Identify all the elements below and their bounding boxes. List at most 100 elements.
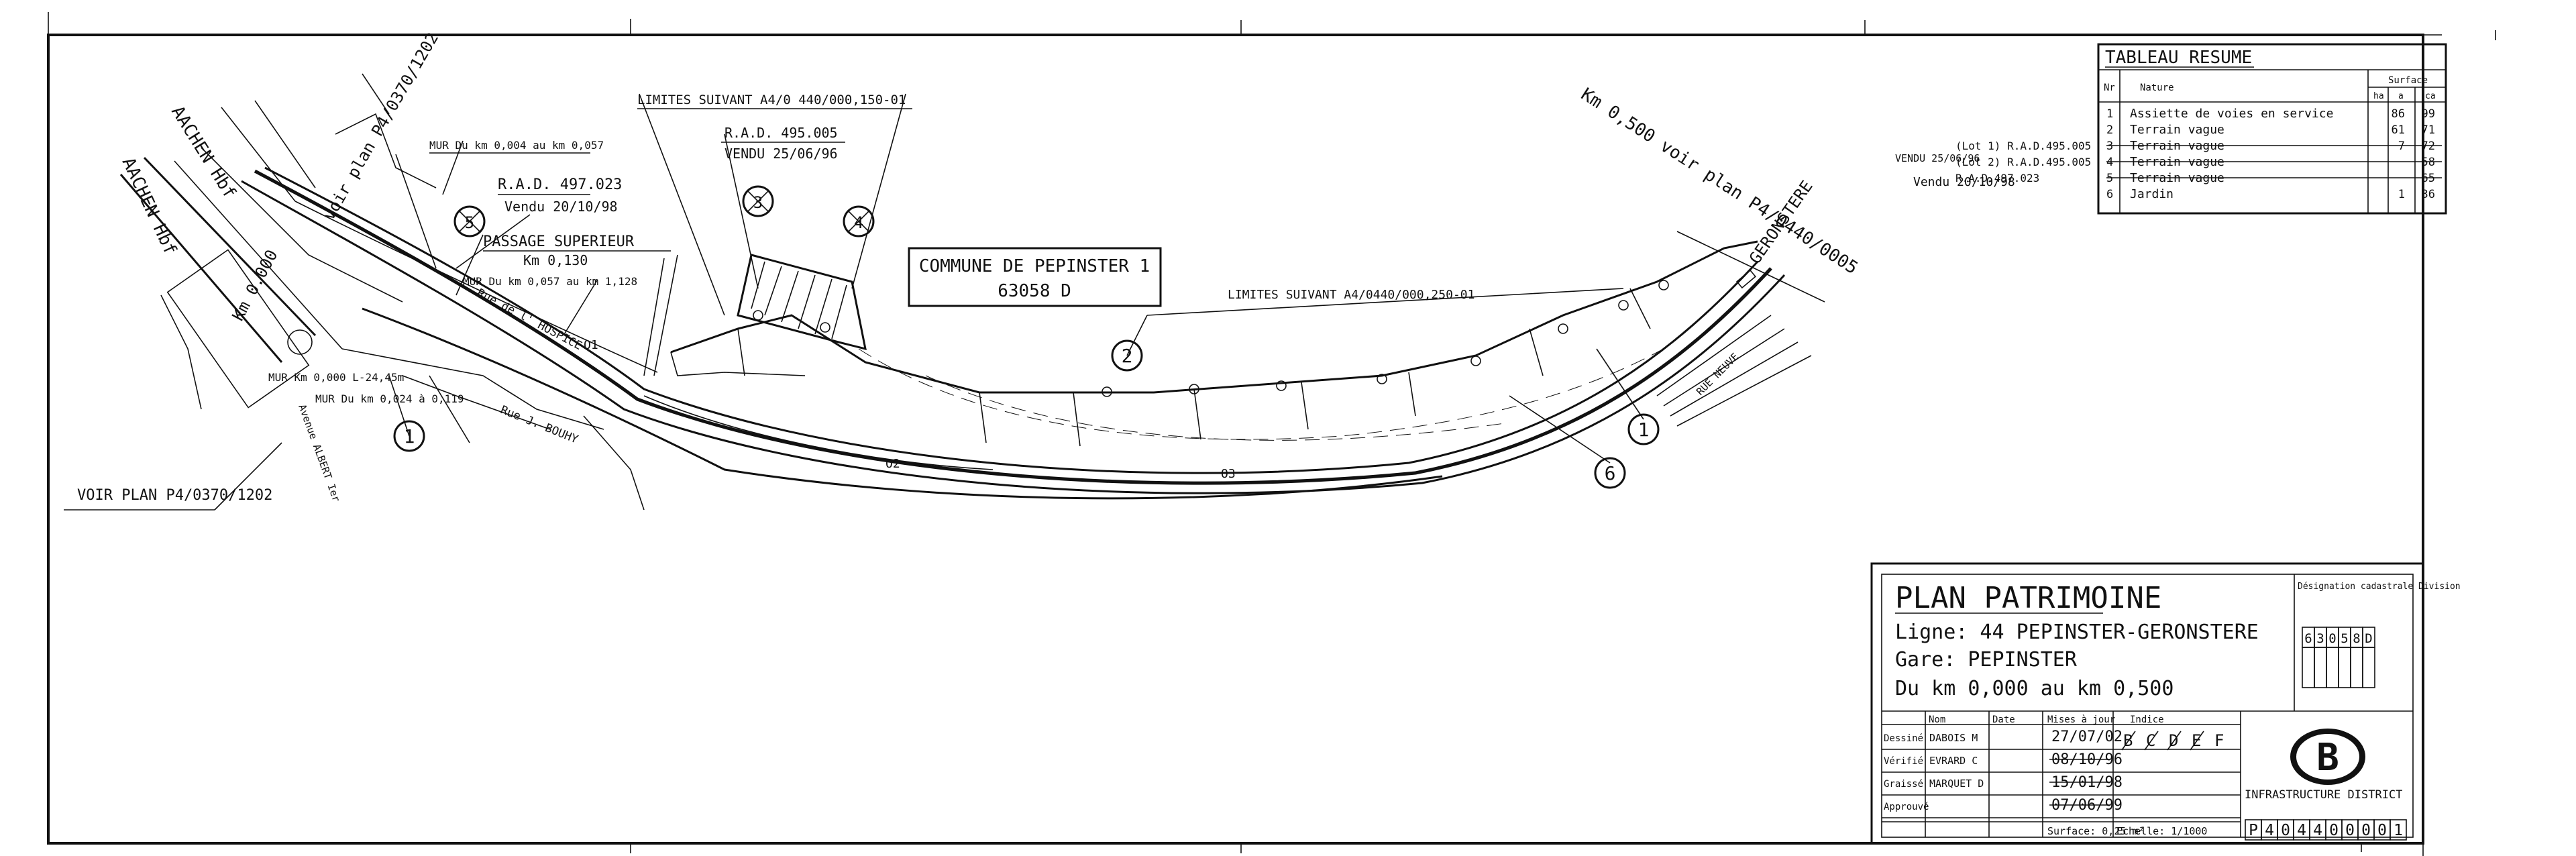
circle-label-5: 5	[465, 213, 474, 232]
rue-albert-label: Avenue ALBERT Ier	[296, 403, 342, 503]
designation-code-char: 8	[2353, 631, 2360, 646]
rad-497-sold: Vendu 20/10/98	[504, 199, 618, 215]
cartouche-row-role: Graissé	[1884, 779, 1923, 790]
tableau-row-nature: Jardin	[2130, 187, 2174, 201]
plan-number-char: 0	[2281, 822, 2290, 839]
plan-number-char: P	[2249, 822, 2258, 839]
plan-number-char: 4	[2265, 822, 2274, 839]
cartouche-hdr-mises: Mises à jour	[2047, 714, 2115, 725]
plan-number-box	[2390, 819, 2407, 841]
mur-label-1: MUR Du km 0,004 au km 0,057	[429, 139, 604, 152]
drawing-frame	[47, 12, 2496, 856]
cartouche-row-role: Approuvé	[1884, 802, 1929, 812]
cartouche-echelle: Echelle: 1/1000	[2116, 825, 2207, 837]
passage-title: PASSAGE SUPERIEUR	[483, 233, 635, 250]
track-label-o2: O2	[885, 457, 900, 471]
km-0500-label: Km 0,500 voir plan P4/0440/0005	[1577, 85, 1861, 278]
tableau-row-side: (Lot 2) R.A.D.495.005	[1955, 156, 2091, 168]
km-000-label: Km 0.000	[229, 247, 282, 324]
cartouche-gare: Gare: PEPINSTER	[1895, 648, 2078, 672]
designation-code-blank	[2350, 647, 2363, 688]
passage-km: Km 0,130	[523, 252, 588, 268]
tableau-row-nr: 1	[2106, 107, 2113, 121]
circle-label-2: 2	[1122, 345, 1133, 367]
tableau-row-side: R.A.D.497.023	[1955, 172, 2039, 184]
mur-label-4: MUR Du km 0,024 à 0,119	[315, 392, 464, 405]
geronstere-label: GERONSTERE	[1746, 177, 1817, 267]
designation-code-blank	[2314, 647, 2327, 688]
circle-label-1b: 1	[1638, 419, 1650, 441]
designation-code-blank	[2362, 647, 2375, 688]
track-label-o1: O1	[584, 338, 598, 352]
cartouche-km-range: Du km 0,000 au km 0,500	[1895, 677, 2174, 700]
cartouche-infra: INFRASTRUCTURE DISTRICT	[2245, 788, 2402, 802]
tableau-row-nr: 6	[2106, 188, 2113, 201]
sncb-logo: B	[2290, 729, 2365, 785]
cartouche-surface: Surface: 0,25 m²	[2047, 825, 2145, 837]
tableau-title: TABLEAU RESUME	[2105, 48, 2252, 68]
map-labels: AACHEN Hbf AACHEN Hbf voir plan P4/0370/…	[77, 30, 1862, 504]
tableau-row-a: 1	[2398, 188, 2405, 201]
limites-label-1: LIMITES SUIVANT A4/0 440/000,150-01	[637, 93, 906, 107]
tableau-row-nature: Assiette de voies en service	[2130, 107, 2333, 121]
tableau-col-ca: ca	[2425, 91, 2436, 101]
cartouche-indice-strike	[2121, 731, 2136, 751]
plan-number-char: 0	[2329, 822, 2339, 839]
tableau-row-nr: 4	[2106, 156, 2113, 169]
plan-number-char: 4	[2313, 822, 2322, 839]
tableau-row-ca: 65	[2422, 172, 2435, 185]
rad-495-sold: VENDU 25/06/96	[724, 146, 838, 162]
mur-label-2: MUR Du km 0,057 au km 1,128	[463, 275, 637, 288]
cartouche-row-mise: 27/07/02	[2051, 729, 2123, 745]
cartouche-hdr-indice: Indice	[2130, 714, 2164, 725]
designation-code-char: 6	[2304, 631, 2312, 646]
tableau-row-ca: 71	[2422, 123, 2435, 137]
circle-markers: 1 2 6 1 5 3 4	[393, 185, 1660, 489]
railway-corridor	[119, 73, 1825, 511]
cartouche-hdr-nom: Nom	[1929, 714, 1945, 725]
tableau-col-surface: Surface	[2388, 75, 2428, 86]
plan-number-char: 0	[2377, 822, 2387, 839]
designation-code-char: 3	[2316, 631, 2324, 646]
cartouche-designation-label: Désignation cadastrale Division	[2298, 582, 2461, 592]
rue-hospice-label: Rue de l' HOSPICE	[475, 286, 584, 353]
designation-code-char: 5	[2341, 631, 2348, 646]
plan-number-char: 0	[2345, 822, 2355, 839]
circle-label-1a: 1	[404, 425, 415, 447]
cartouche-row-role: Vérifié	[1884, 756, 1923, 767]
tableau-row-nr: 2	[2106, 123, 2113, 137]
tableau-row-a: 61	[2392, 123, 2405, 137]
cartouche-row-nom: MARQUET D	[1929, 778, 1984, 790]
tableau-row-nr: 5	[2106, 172, 2113, 185]
limites-label-2: LIMITES SUIVANT A4/0440/000,250-01	[1228, 288, 1474, 302]
designation-code-char: D	[2365, 631, 2372, 646]
tableau-col-a: a	[2398, 91, 2404, 101]
cartouche-title: PLAN PATRIMOINE	[1895, 581, 2161, 615]
cartouche-ligne: Ligne: 44 PEPINSTER-GERONSTERE	[1895, 621, 2259, 644]
tableau-row-ca: 58	[2422, 156, 2435, 169]
tableau-row-a: 7	[2398, 140, 2405, 153]
cartouche-indice-strike	[2190, 731, 2204, 751]
leader-lines	[64, 93, 1644, 511]
cartouche-hdr-date: Date	[1992, 714, 2015, 725]
tableau-row-nr: 3	[2106, 140, 2113, 153]
rad-497-title: R.A.D. 497.023	[498, 176, 622, 193]
cartouche-row-role: Dessiné	[1884, 733, 1923, 744]
circle-label-4: 4	[854, 213, 863, 232]
rad-495-title: R.A.D. 495.005	[724, 125, 838, 141]
designation-code-blank	[2338, 647, 2351, 688]
commune-title: COMMUNE DE PEPINSTER 1	[919, 256, 1150, 276]
tableau-row-ca: 36	[2422, 188, 2435, 201]
circle-label-3: 3	[753, 193, 763, 212]
tableau-resume: TABLEAU RESUME Nr Nature Surface ha a ca…	[1895, 43, 2447, 215]
designation-code-blank	[2326, 647, 2339, 688]
mur-label-3: MUR Km 0,000 L-24,45m	[268, 371, 404, 384]
circle-label-6: 6	[1605, 462, 1616, 484]
tableau-col-nr: Nr	[2104, 83, 2115, 93]
sncb-logo-letter: B	[2316, 736, 2339, 780]
tableau-row-ca: 99	[2422, 107, 2435, 121]
designation-code-char: 0	[2328, 631, 2336, 646]
tableau-row-a: 86	[2392, 107, 2405, 121]
designation-code-blank	[2302, 647, 2315, 688]
tableau-side-vendu-98: Vendu 20/10/98	[1913, 175, 2015, 189]
